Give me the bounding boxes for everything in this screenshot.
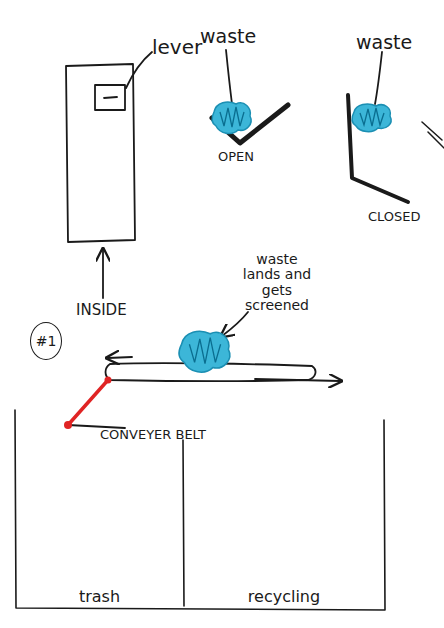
leader-line: [375, 52, 382, 104]
closed-flap: [348, 95, 408, 202]
node-text: recycling: [248, 587, 320, 606]
node-text: #1: [36, 333, 57, 349]
view-label: INSIDE: [76, 302, 127, 319]
leader-line: [226, 50, 232, 104]
lever-window: [95, 85, 125, 110]
motion-arrow: [108, 357, 132, 358]
bin-compartment: recycling: [185, 440, 383, 608]
part-label: waste: [200, 26, 256, 47]
pointer-arrow: [102, 250, 104, 298]
leader-line: [126, 52, 152, 88]
lever-symbol: [104, 97, 117, 98]
state-label: OPEN: [218, 150, 254, 164]
waste-blob: [179, 331, 230, 372]
motion-arrow: [255, 379, 340, 381]
part-label: lever: [152, 36, 202, 58]
state-label: CLOSED: [368, 210, 421, 224]
bin-divider: [183, 440, 184, 606]
callout-number: #1: [30, 322, 62, 360]
bin-outline: [15, 410, 385, 610]
closed-flap: [422, 122, 444, 148]
bin-compartment: trash: [17, 440, 182, 608]
note-label: waste lands and gets screened: [238, 252, 316, 314]
device-outline: [66, 64, 135, 242]
part-label: CONVEYER BELT: [100, 428, 206, 442]
part-label: waste: [356, 32, 412, 53]
waste-blob: [212, 102, 251, 133]
waste-blob: [352, 104, 391, 132]
node-text: trash: [79, 587, 120, 606]
pointer-arrow: [222, 312, 248, 336]
flipper: [64, 377, 112, 430]
